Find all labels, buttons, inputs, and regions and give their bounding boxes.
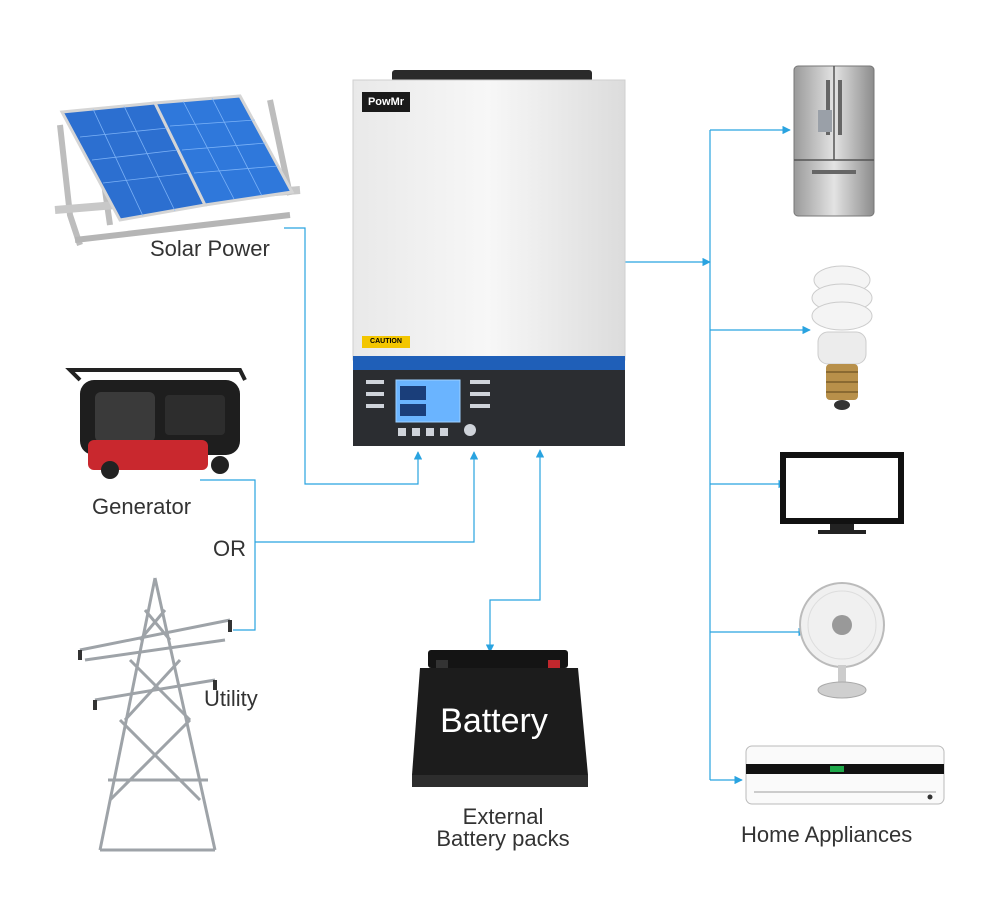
utility-tower-icon xyxy=(80,578,230,850)
battery-label: Battery xyxy=(410,702,578,741)
external-battery-label-line2: Battery packs xyxy=(418,826,588,852)
home-appliances-label: Home Appliances xyxy=(741,822,912,848)
brand-logo: PowMr xyxy=(362,92,410,112)
fan-icon xyxy=(800,583,884,698)
battery-connector xyxy=(490,450,540,652)
or-label: OR xyxy=(213,536,246,562)
solar-power-label: Solar Power xyxy=(150,236,270,262)
television-icon xyxy=(780,452,904,534)
light-bulb-icon xyxy=(812,266,872,410)
caution-label: CAUTION xyxy=(362,336,410,348)
solar-panel-icon xyxy=(55,96,300,245)
generator-icon xyxy=(70,370,245,479)
generator-label: Generator xyxy=(92,494,191,520)
inverter-unit xyxy=(353,70,625,446)
grid-connector xyxy=(255,452,474,542)
fridge-icon xyxy=(794,66,874,216)
utility-label: Utility xyxy=(204,686,258,712)
air-conditioner-icon xyxy=(746,746,944,804)
